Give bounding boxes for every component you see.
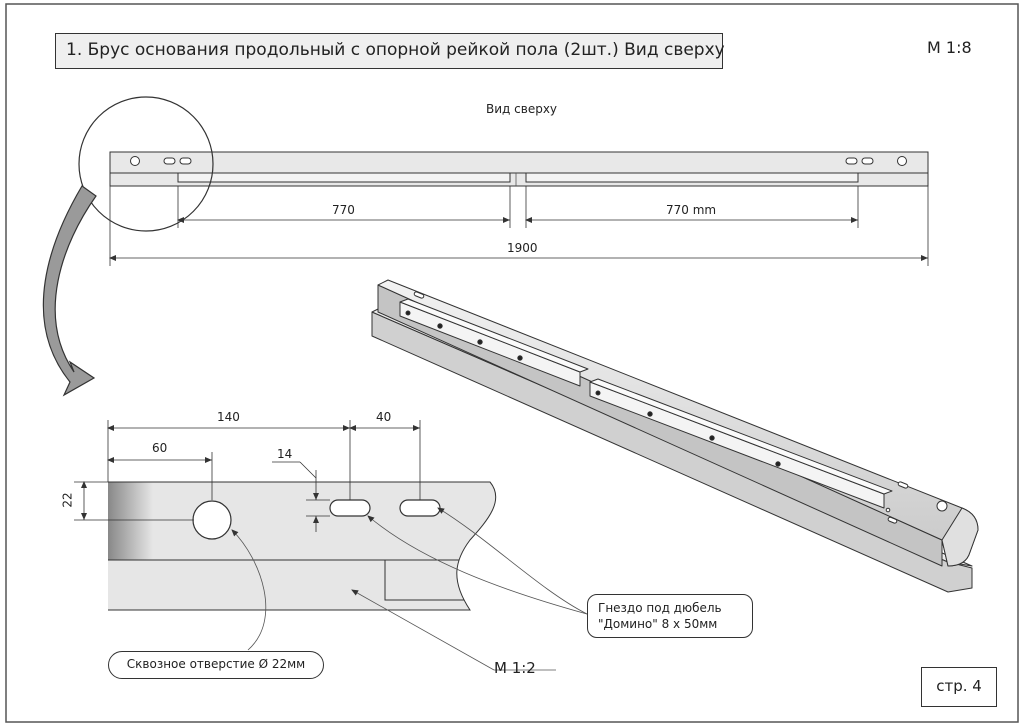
detail-magnifier-circle bbox=[78, 96, 214, 232]
domino-callout-line1: Гнездо под дюбель bbox=[598, 601, 722, 615]
dimension-top-left-segment: 770 bbox=[332, 203, 355, 217]
domino-slot bbox=[179, 157, 192, 165]
detail-scale-label: М 1:2 bbox=[494, 659, 536, 677]
detail-pointer-arrow bbox=[42, 185, 97, 397]
dimension-hole-edge: 22 bbox=[60, 492, 75, 508]
through-hole-callout: Сквозное отверстие Ø 22мм bbox=[108, 651, 324, 679]
top-view-dimensions bbox=[109, 186, 929, 266]
dimension-slot-spacing: 40 bbox=[376, 410, 392, 424]
detail-view bbox=[108, 481, 497, 611]
leader-lines bbox=[231, 507, 588, 671]
beam-top-view bbox=[109, 151, 929, 187]
through-hole-left bbox=[130, 156, 140, 166]
through-hole-detail bbox=[192, 500, 232, 540]
sheet-frame bbox=[5, 3, 1019, 723]
page-number: стр. 4 bbox=[921, 667, 997, 707]
beam-3d-view bbox=[371, 279, 979, 593]
view-label: Вид сверху bbox=[486, 102, 558, 116]
main-scale-label: М 1:8 bbox=[927, 38, 972, 57]
dimension-hole-offset: 60 bbox=[152, 441, 168, 455]
dimension-overall-length: 1900 bbox=[507, 241, 538, 255]
domino-slot bbox=[861, 157, 874, 165]
domino-slot-callout: Гнездо под дюбель "Домино" 8 х 50мм bbox=[587, 594, 753, 638]
drawing-title: 1. Брус основания продольный с опорной р… bbox=[55, 33, 725, 69]
domino-slot bbox=[845, 157, 858, 165]
dimension-slot-width: 14 bbox=[277, 447, 293, 461]
domino-slot bbox=[163, 157, 176, 165]
dimension-slot-offset: 140 bbox=[217, 410, 240, 424]
dimension-top-right-segment: 770 mm bbox=[666, 203, 717, 217]
detail-dimensions bbox=[74, 420, 421, 532]
domino-slot-detail bbox=[399, 499, 441, 517]
domino-slot-detail bbox=[329, 499, 371, 517]
through-hole-right bbox=[897, 156, 907, 166]
domino-callout-line2: "Домино" 8 х 50мм bbox=[598, 617, 718, 631]
